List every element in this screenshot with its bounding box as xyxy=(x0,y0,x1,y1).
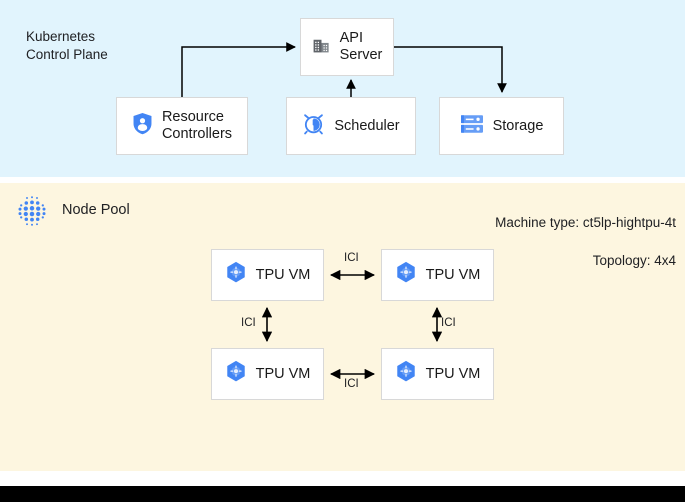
control-plane-title: Kubernetes Control Plane xyxy=(26,29,108,62)
storage-box[interactable]: Storage xyxy=(439,97,564,155)
building-icon xyxy=(312,35,331,59)
ici-label-left: ICI xyxy=(241,317,256,329)
dot-matrix-icon xyxy=(14,194,50,235)
ici-label-top: ICI xyxy=(344,252,359,264)
scheduler-label: Scheduler xyxy=(334,117,400,134)
resource-controllers-label: Resource Controllers xyxy=(161,109,233,142)
tpu-vm-label-4: TPU VM xyxy=(425,365,481,382)
tpu-vm-label-1: TPU VM xyxy=(255,266,311,283)
server-storage-icon xyxy=(460,113,484,140)
tpu-hex-icon xyxy=(225,360,247,388)
tpu-hex-icon xyxy=(225,261,247,289)
api-server-label: API Server xyxy=(339,30,383,63)
tpu-vm-box-2[interactable]: TPU VM xyxy=(381,249,494,301)
shield-user-icon xyxy=(132,112,153,140)
topology-label: Topology: 4x4 xyxy=(592,253,676,269)
ici-label-right: ICI xyxy=(441,317,456,329)
scheduler-box[interactable]: Scheduler xyxy=(286,97,416,155)
node-pool-panel xyxy=(0,183,685,471)
machine-type-label: Machine type: ct5lp-hightpu-4t xyxy=(495,215,676,231)
storage-label: Storage xyxy=(492,117,544,134)
machine-info: Machine type: ct5lp-hightpu-4t Topology:… xyxy=(495,194,676,290)
node-pool-title: Node Pool xyxy=(62,202,130,218)
ici-label-bottom: ICI xyxy=(344,378,359,390)
alarm-clock-icon xyxy=(302,112,325,140)
tpu-hex-icon xyxy=(395,360,417,388)
resource-controllers-box[interactable]: Resource Controllers xyxy=(116,97,248,155)
tpu-vm-label-3: TPU VM xyxy=(255,365,311,382)
tpu-vm-box-1[interactable]: TPU VM xyxy=(211,249,324,301)
tpu-vm-box-4[interactable]: TPU VM xyxy=(381,348,494,400)
tpu-vm-box-3[interactable]: TPU VM xyxy=(211,348,324,400)
tpu-hex-icon xyxy=(395,261,417,289)
api-server-box[interactable]: API Server xyxy=(300,18,394,76)
tpu-vm-label-2: TPU VM xyxy=(425,266,481,283)
bottom-bar xyxy=(0,486,685,502)
